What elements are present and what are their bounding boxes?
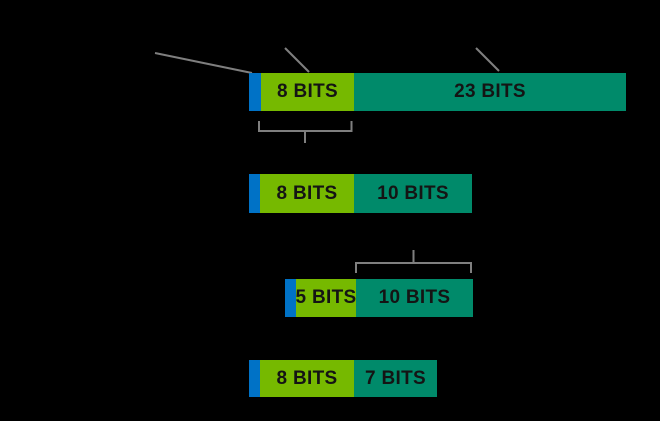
bit-bar-row-3: 5 BITS 10 BITS	[285, 279, 473, 317]
bit-bar-row-1: 8 BITS 23 BITS	[249, 73, 626, 111]
exponent-bits-label: 8 BITS	[276, 367, 338, 389]
sign-bit-segment	[249, 174, 260, 213]
exponent-bits-label: 8 BITS	[276, 182, 338, 204]
mantissa-bits-label: 23 BITS	[454, 81, 526, 102]
mantissa-bits-label: 10 BITS	[378, 287, 451, 308]
mantissa-bits-segment: 7 BITS	[354, 360, 437, 397]
bit-bar-row-4: 8 BITS 7 BITS	[249, 360, 437, 397]
mantissa-bits-label: 10 BITS	[377, 182, 449, 204]
exponent-bits-segment: 8 BITS	[260, 174, 354, 213]
bit-bar-row-2: 8 BITS 10 BITS	[249, 174, 472, 213]
exponent-bits-segment: 8 BITS	[260, 360, 354, 397]
exponent-bits-segment: 8 BITS	[261, 73, 354, 111]
mantissa-bits-label: 7 BITS	[365, 367, 426, 389]
sign-leader-line	[154, 52, 253, 74]
sign-bit-segment	[249, 73, 261, 111]
exponent-bits-segment: 5 BITS	[296, 279, 356, 317]
sign-bit-segment	[249, 360, 260, 397]
exponent-leader-line	[284, 47, 310, 73]
mantissa-bits-segment: 10 BITS	[354, 174, 472, 213]
brace-below-exponent	[258, 121, 353, 143]
mantissa-bits-segment: 23 BITS	[354, 73, 626, 111]
sign-bit-segment	[285, 279, 296, 317]
mantissa-bits-segment: 10 BITS	[356, 279, 473, 317]
exponent-bits-label: 8 BITS	[277, 81, 338, 102]
mantissa-leader-line	[475, 47, 500, 72]
exponent-bits-label: 5 BITS	[295, 287, 357, 308]
brace-above-mantissa	[355, 250, 472, 273]
